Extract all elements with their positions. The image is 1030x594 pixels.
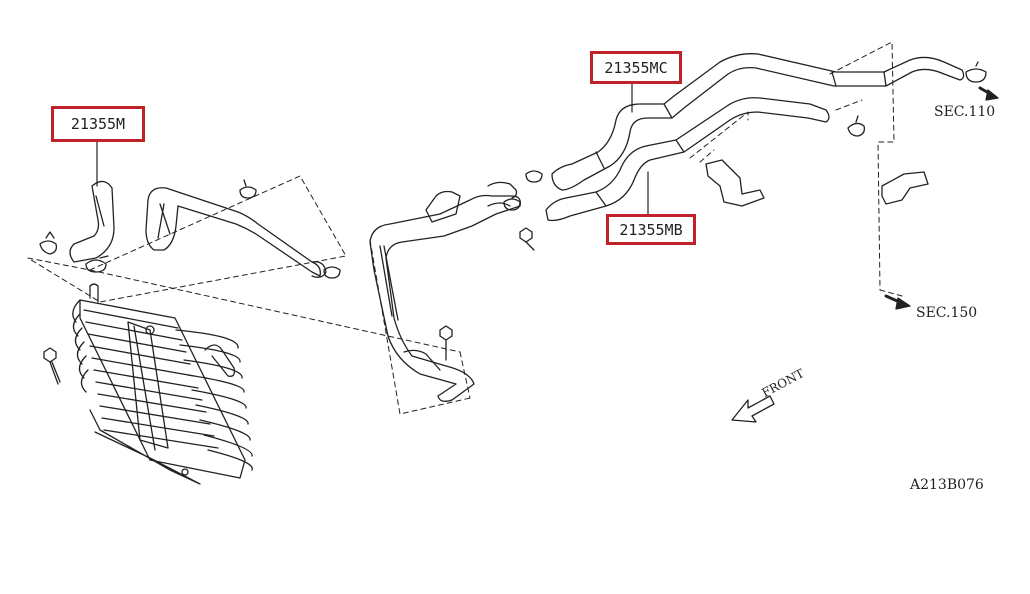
leader-lines (96, 83, 649, 217)
front-arrow (731, 395, 775, 423)
hoses-right (545, 53, 987, 222)
callout-21355m[interactable]: 21355M (51, 106, 145, 142)
hose-21355m (39, 180, 115, 273)
sec-150-arrow (884, 294, 911, 310)
hard-pipe-upper (145, 179, 341, 279)
reference-lines (27, 41, 903, 415)
pipe-assembly-center (369, 170, 543, 402)
sec-110-arrow (978, 86, 999, 101)
sec-110-label: SEC.110 (934, 104, 996, 120)
callout-21355mb[interactable]: 21355MB (606, 214, 696, 245)
sec-150-label: SEC.150 (916, 305, 978, 321)
oil-cooler (43, 283, 253, 485)
figure-code: A213B076 (910, 477, 984, 493)
callout-21355mc[interactable]: 21355MC (590, 51, 682, 84)
